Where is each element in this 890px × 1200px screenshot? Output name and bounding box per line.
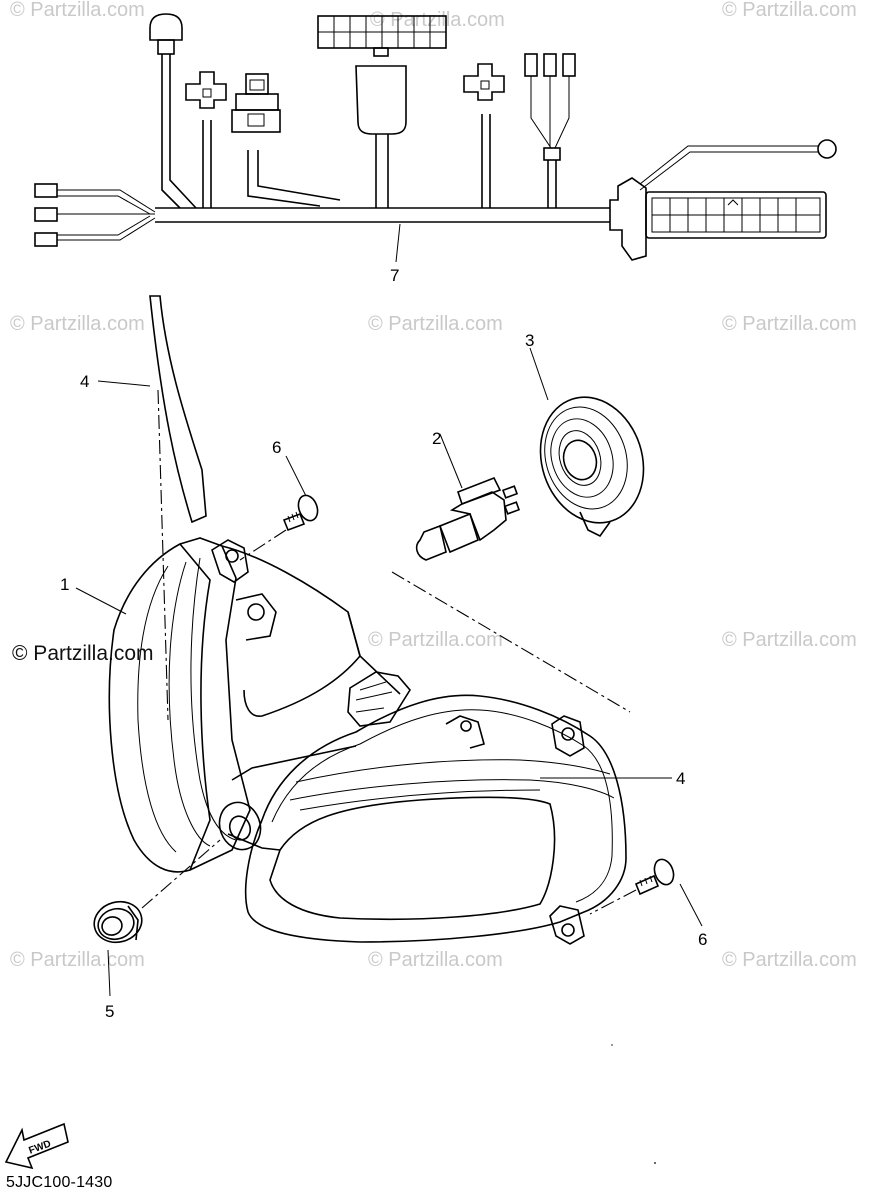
grommet: 5 (93, 839, 221, 1021)
screw-upper: 6 (239, 438, 319, 561)
callout-6-upper: 6 (272, 438, 281, 457)
wire-harness: 7 (34, 13, 837, 285)
watermark: © Partzilla.com (10, 0, 145, 21)
watermark: © Partzilla.com (722, 0, 857, 21)
watermark: © Partzilla.com (722, 949, 857, 971)
watermark: © Partzilla.com (368, 629, 503, 651)
watermark: © Partzilla.com (368, 949, 503, 971)
diagram-code: 5JJC100-1430 (6, 1174, 113, 1191)
trim-strip: 4 (80, 295, 207, 721)
callout-6-lower: 6 (698, 930, 707, 949)
watermark: © Partzilla.com (370, 9, 505, 31)
watermark-prominent: © Partzilla.com (12, 642, 154, 665)
watermark: © Partzilla.com (10, 313, 145, 335)
callout-4-upper: 4 (80, 372, 89, 391)
socket-boot: 3 (525, 331, 645, 538)
watermark: © Partzilla.com (368, 313, 503, 335)
fwd-arrow-icon: FWD (4, 1122, 69, 1170)
watermark-grid: © Partzilla.com © Partzilla.com © Partzi… (10, 0, 857, 971)
watermark: © Partzilla.com (10, 949, 145, 971)
headlight-assembly: 1 4 (60, 537, 685, 945)
callout-2: 2 (432, 429, 441, 448)
scan-specks (611, 1044, 656, 1164)
callout-7: 7 (390, 266, 399, 285)
watermark: © Partzilla.com (722, 313, 857, 335)
callout-3: 3 (525, 331, 534, 350)
headlight-bulb: 2 (391, 429, 631, 713)
callout-5: 5 (105, 1002, 114, 1021)
callout-4-lower: 4 (676, 769, 685, 788)
callout-1: 1 (60, 575, 69, 594)
watermark: © Partzilla.com (722, 629, 857, 651)
screw-lower: 6 (589, 858, 707, 949)
